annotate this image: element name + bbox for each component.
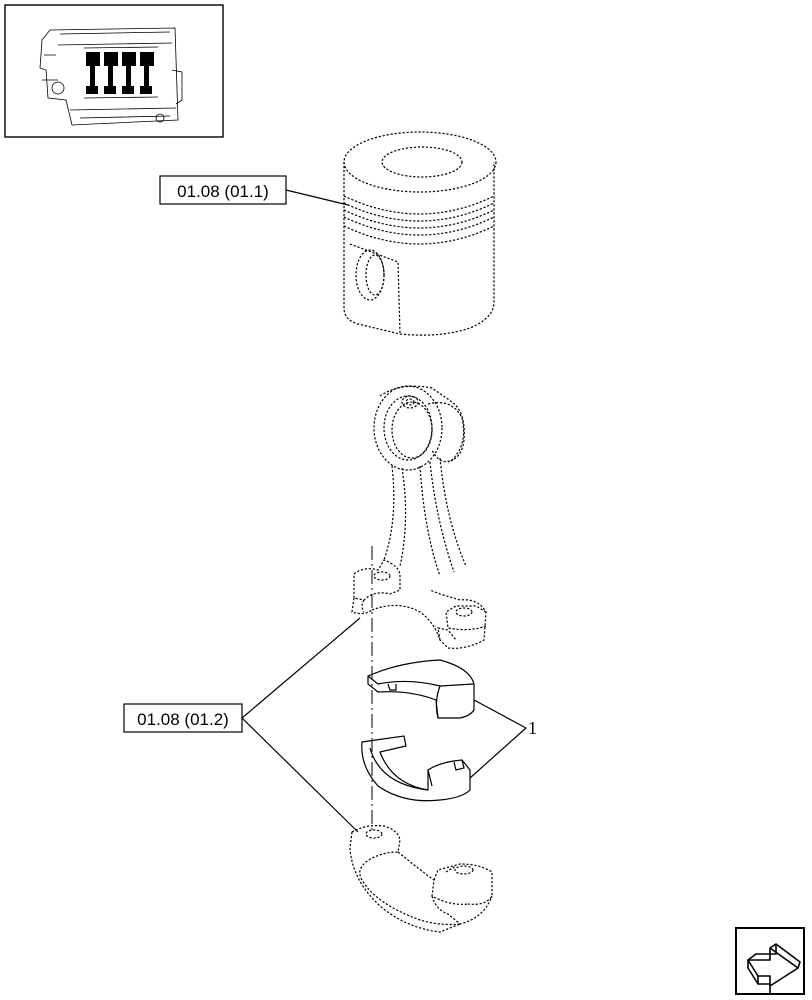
next-page-button[interactable]: [735, 927, 805, 995]
bearing-leader-lower: [469, 727, 527, 779]
piston-callout[interactable]: 01.08 (01.1): [159, 175, 287, 205]
engine-icon: [39, 27, 183, 126]
rod-leader-lower: [241, 717, 359, 833]
bearing-leader-upper: [473, 699, 527, 729]
rod-leader-upper: [241, 617, 361, 719]
bearing-item-number: 1: [528, 718, 537, 738]
engine-thumbnail[interactable]: [4, 4, 224, 138]
rod-ref-label: 01.08 (01.2): [137, 710, 229, 729]
connecting-rod: [351, 385, 487, 649]
rod-cap: [349, 825, 493, 933]
piston-ref-label: 01.08 (01.1): [177, 182, 269, 201]
bearing-shell-lower: [361, 735, 471, 802]
piston-leader-line: [285, 189, 349, 206]
rod-callout[interactable]: 01.08 (01.2): [123, 703, 243, 733]
piston: [343, 131, 497, 336]
bearing-shell-upper: [367, 659, 475, 719]
next-page-arrow-icon: [747, 943, 801, 994]
